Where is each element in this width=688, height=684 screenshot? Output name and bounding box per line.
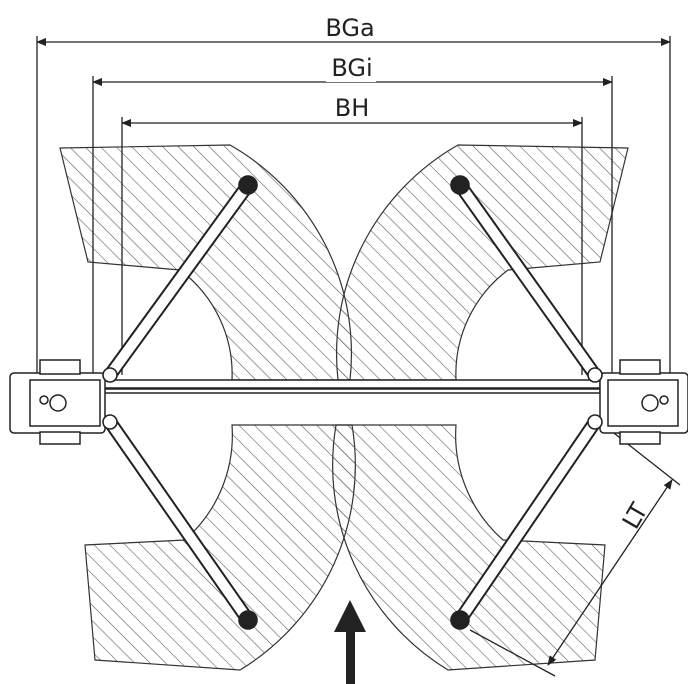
swing-zone-top-left — [59, 144, 353, 381]
arm-top-right-pad — [450, 175, 470, 195]
label-bgi: BGi — [331, 54, 372, 82]
beam-bottom-rail — [99, 388, 601, 394]
label-bh: BH — [335, 94, 370, 122]
dim-line-lt — [547, 479, 673, 666]
left-column — [9, 359, 106, 445]
left-column-cap-top — [39, 359, 81, 375]
cross-beam — [99, 379, 601, 394]
arm-top-left — [102, 175, 258, 383]
left-column-cap-bottom — [39, 431, 81, 445]
left-column-bolt — [39, 395, 49, 405]
label-bga: BGa — [325, 14, 374, 42]
label-lt: LT — [617, 498, 654, 534]
arm-top-right — [450, 175, 603, 383]
label-bg-bh — [330, 96, 374, 122]
right-column-pulley — [641, 394, 659, 412]
right-column-cap-bottom — [619, 431, 661, 445]
right-column — [599, 359, 688, 445]
lifting-arms — [102, 175, 603, 630]
swing-zone-bottom-right — [332, 424, 606, 671]
arm-bottom-left-pad — [238, 610, 258, 630]
beam-top-rail — [99, 379, 601, 389]
left-column-pulley — [49, 394, 67, 412]
arm-bottom-right — [450, 414, 603, 630]
ext-line-lt-bottom — [469, 629, 556, 677]
swing-zone-top-right — [335, 144, 629, 381]
swing-zones — [59, 144, 629, 671]
right-column-bolt — [659, 395, 669, 405]
label-bg-bga — [318, 14, 380, 40]
arrow-up-icon — [334, 600, 366, 684]
arm-bottom-right-pad — [450, 610, 470, 630]
arm-top-left-pad — [238, 175, 258, 195]
dimension-lines — [36, 36, 681, 677]
swing-zone-bottom-left — [84, 424, 356, 671]
right-column-cap-top — [619, 359, 661, 375]
dimension-labels: BGa BGi BH LT — [318, 14, 654, 534]
label-bg-bgi — [326, 56, 376, 82]
arm-bottom-left — [102, 414, 258, 630]
